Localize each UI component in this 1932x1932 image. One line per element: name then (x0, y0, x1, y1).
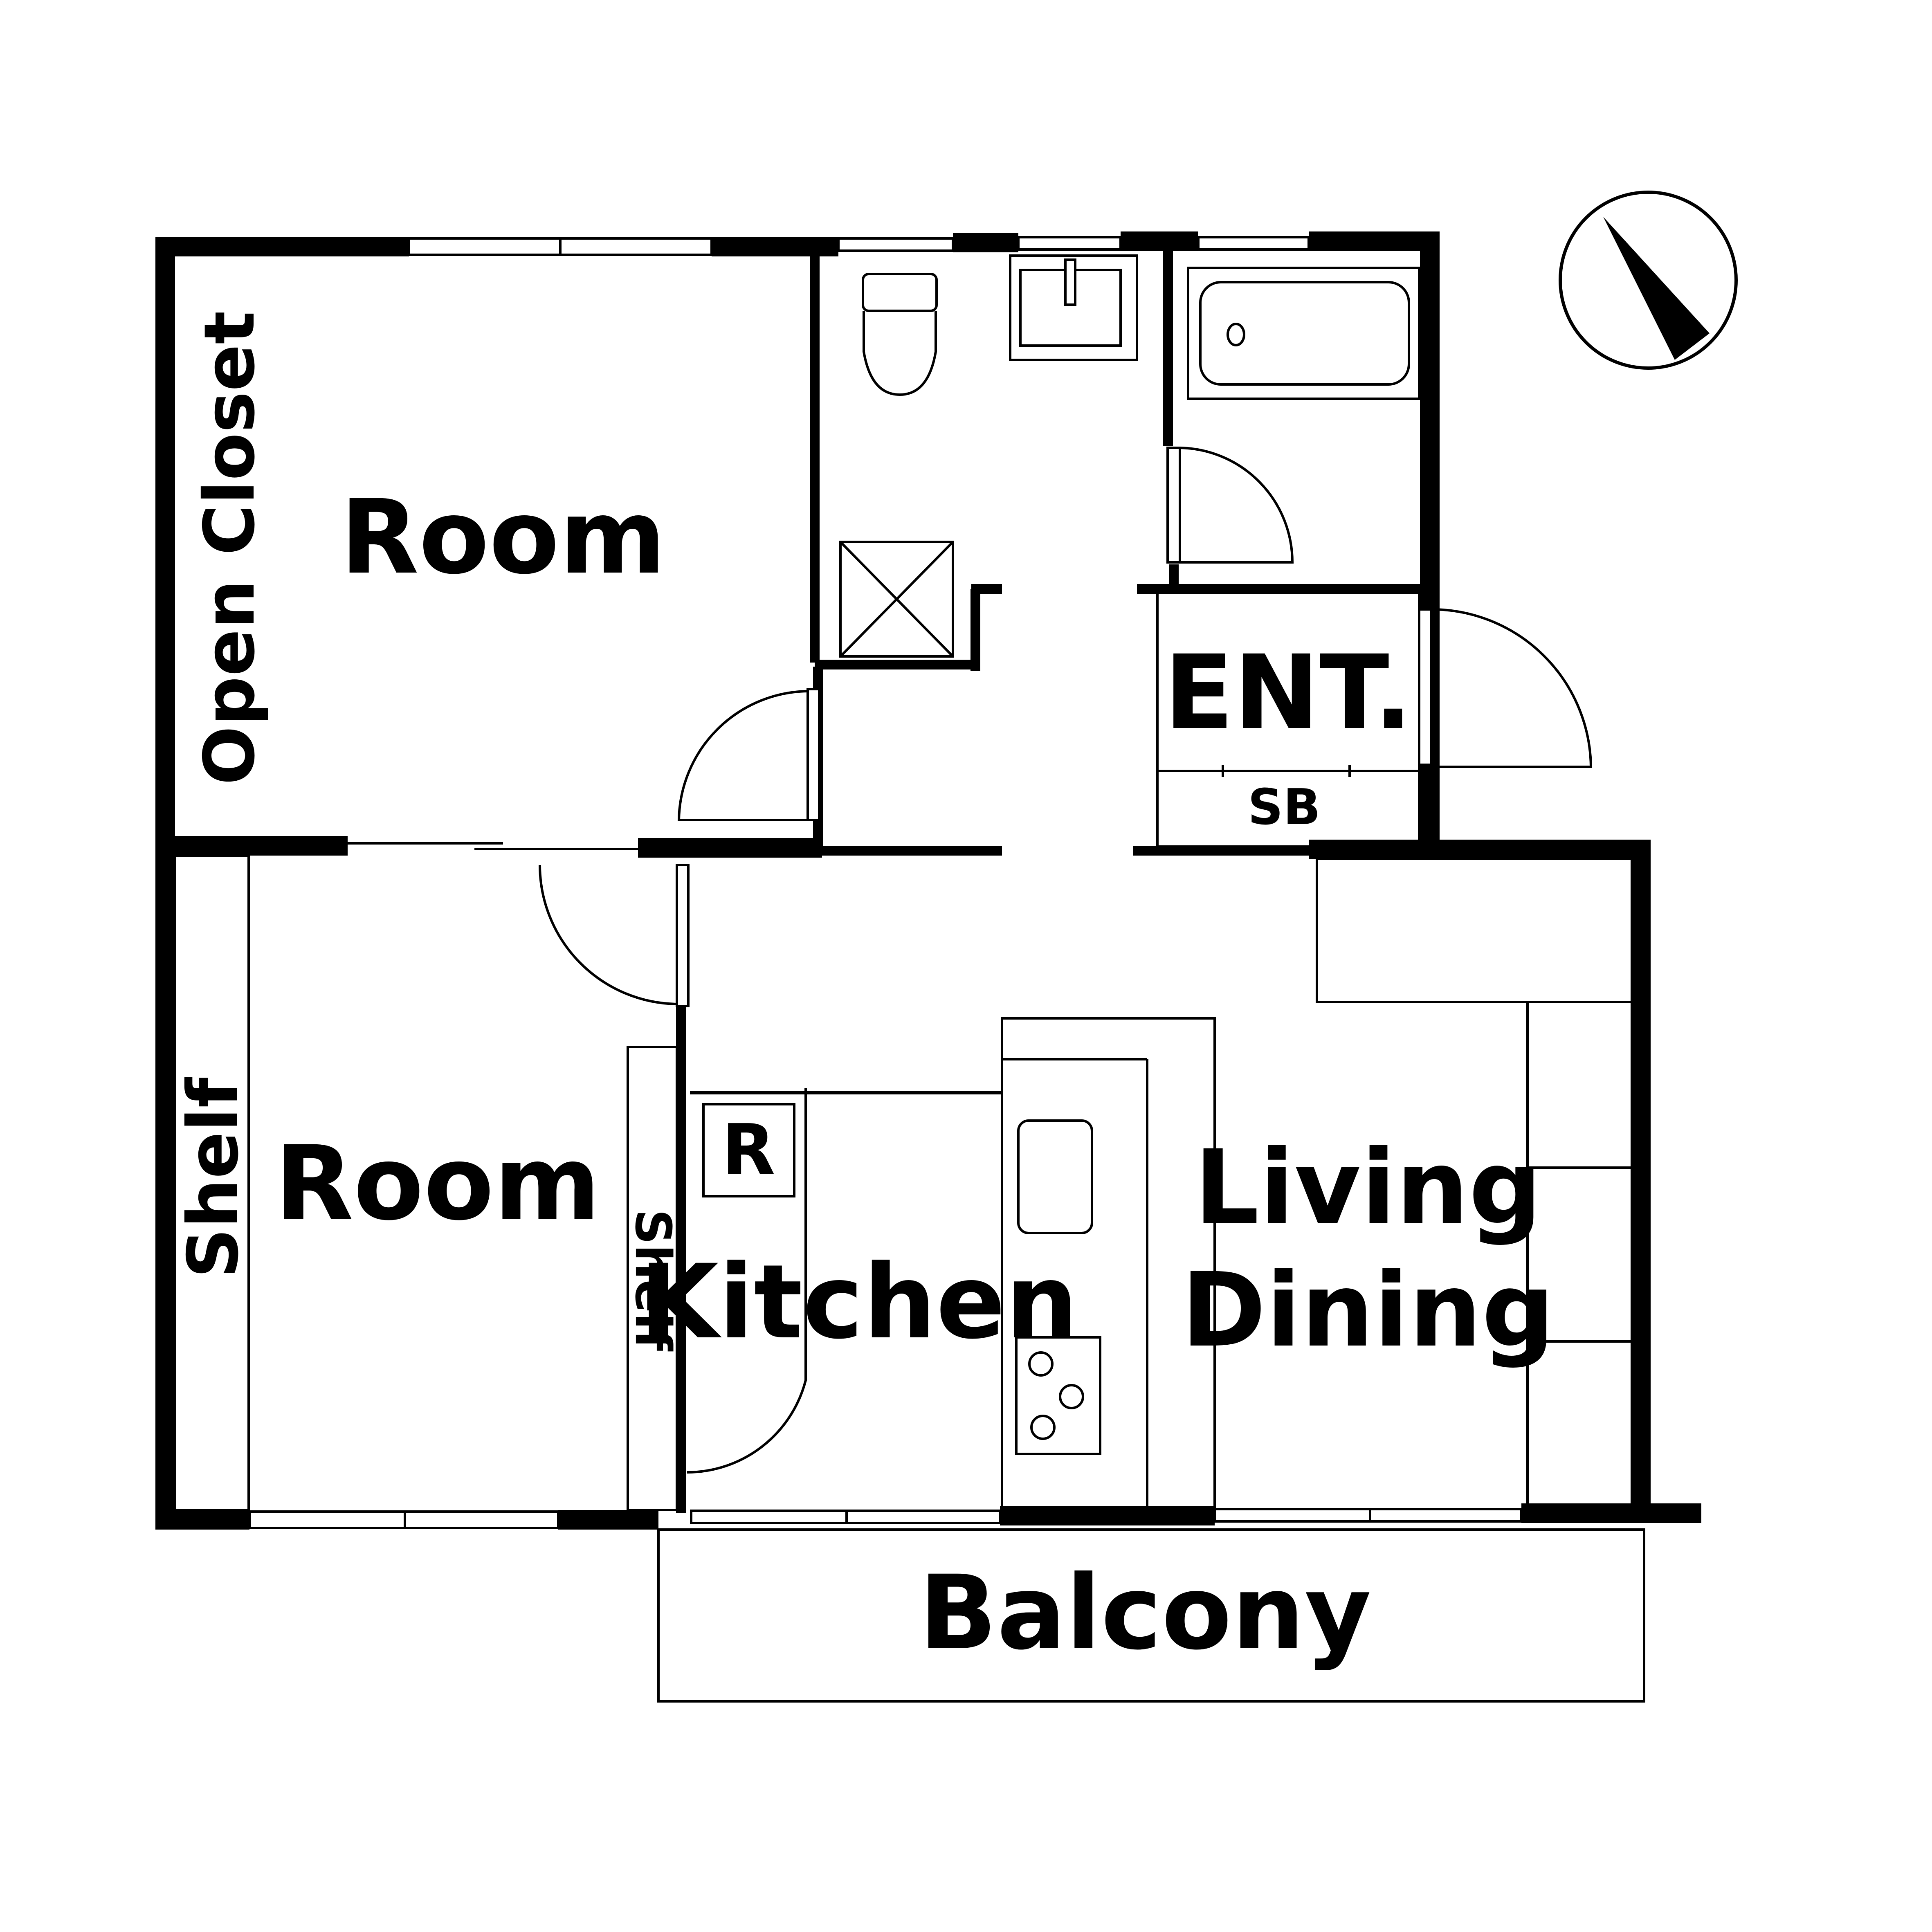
ldk-storage (1316, 858, 1633, 1508)
room-lower-label: Room (275, 1124, 601, 1243)
shelves (174, 854, 678, 1511)
refrigerator-label: R (722, 1110, 775, 1191)
balcony-outline (657, 1528, 1645, 1703)
entrance-label: ENT. (1164, 633, 1413, 752)
room-upper-label: Room (340, 478, 666, 597)
dining-label: Dining (1181, 1251, 1555, 1370)
wash-basin (1009, 254, 1138, 361)
shelf-left-label: Shelf (173, 1076, 254, 1278)
balcony-label: Balcony (919, 1553, 1371, 1672)
shoe-box-label: SB (1248, 779, 1321, 836)
windows (248, 236, 1523, 1529)
bathtub (1187, 267, 1420, 400)
north-arrow-icon (1559, 191, 1738, 370)
doors (539, 447, 1593, 1474)
washer-pan (839, 541, 954, 658)
kitchen-counter (1001, 1017, 1216, 1512)
refrigerator-space (690, 1091, 1003, 1197)
shelf-center-label: Shelf (624, 1209, 681, 1352)
entrance-area (1156, 591, 1420, 848)
toilet (862, 273, 938, 396)
open-closet-label: Open Closet (189, 311, 270, 785)
kitchen-label: Kitchen (640, 1242, 1078, 1361)
living-label: Living (1194, 1128, 1542, 1247)
